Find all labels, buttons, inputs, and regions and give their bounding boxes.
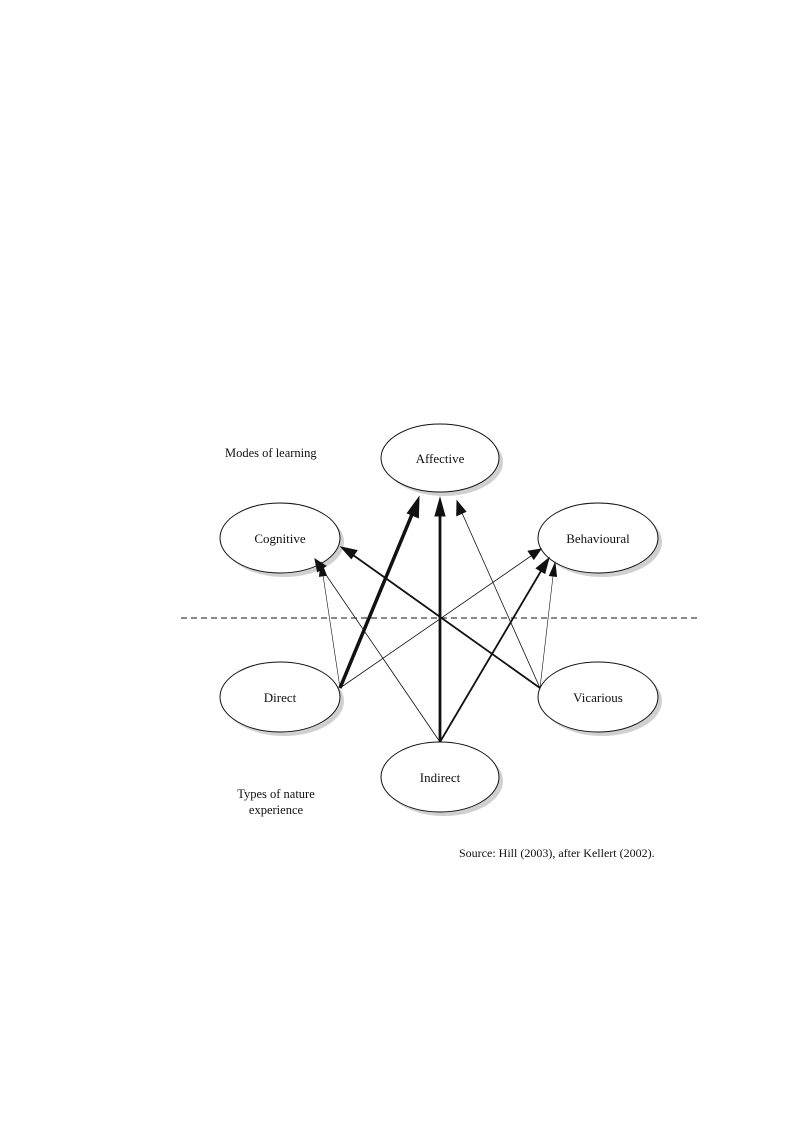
arrow-vicarious-cognitive — [352, 554, 541, 689]
arrowhead-indirect-cognitive — [314, 557, 327, 573]
behavioural-node — [537, 502, 659, 574]
vicarious-node — [537, 661, 659, 733]
direct-label: Direct — [264, 690, 297, 705]
arrowhead-indirect-affective — [434, 496, 446, 517]
modes-of-learning-label: Modes of learning — [225, 446, 317, 460]
source-citation: Source: Hill (2003), after Kellert (2002… — [459, 846, 655, 860]
arrow-direct-behavioural — [339, 555, 532, 689]
node-shapes — [219, 423, 662, 816]
cognitive-node — [219, 502, 341, 574]
affective-node — [380, 423, 500, 493]
arrowhead-vicarious-affective — [456, 499, 467, 517]
connector-arrows — [314, 495, 558, 743]
behavioural-label: Behavioural — [566, 531, 630, 546]
arrowhead-indirect-behavioural — [535, 556, 550, 575]
cognitive-label: Cognitive — [254, 531, 306, 546]
types-of-experience-label-line2: experience — [249, 803, 304, 817]
arrow-indirect-cognitive — [321, 568, 441, 743]
arrowhead-direct-behavioural — [527, 548, 543, 561]
types-of-experience-label-line1: Types of nature — [237, 787, 315, 801]
node-labels: Affective Cognitive Behavioural Direct V… — [254, 451, 630, 785]
direct-node — [219, 661, 341, 733]
indirect-label: Indirect — [420, 770, 461, 785]
arrowhead-vicarious-behavioural — [548, 561, 558, 577]
arrow-vicarious-behavioural — [539, 575, 554, 689]
arrow-direct-affective — [338, 511, 415, 689]
arrow-indirect-behavioural — [439, 570, 542, 743]
arrowhead-vicarious-cognitive — [339, 546, 358, 560]
arrow-vicarious-affective — [461, 512, 541, 689]
vicarious-label: Vicarious — [573, 690, 623, 705]
arrow-direct-cognitive — [322, 574, 341, 689]
affective-label: Affective — [416, 451, 465, 466]
arrowhead-direct-affective — [406, 495, 420, 519]
